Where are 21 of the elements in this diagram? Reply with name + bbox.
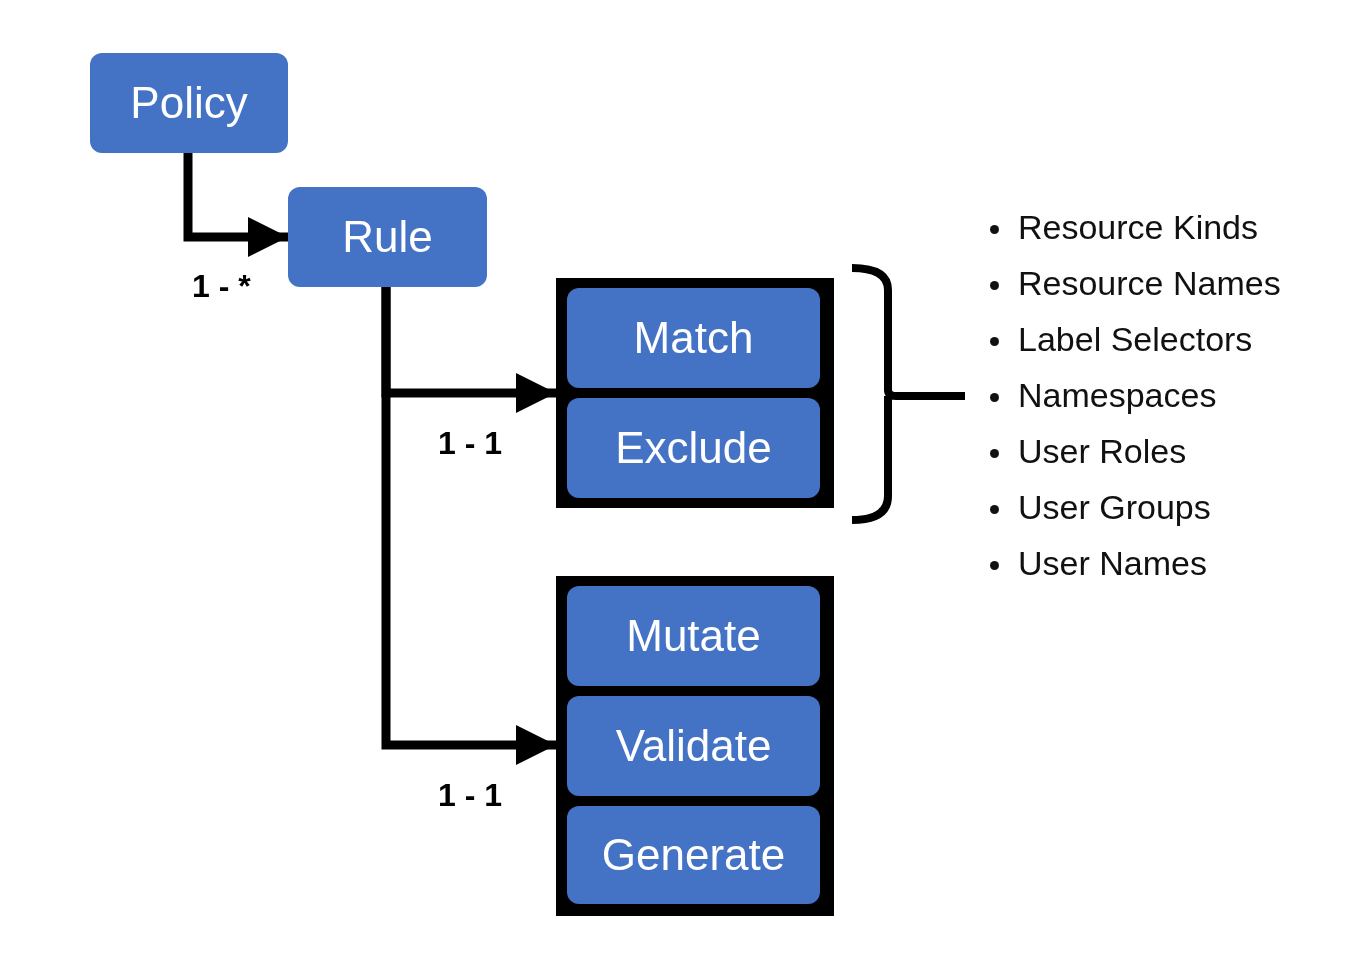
arrow <box>381 287 556 766</box>
edge-label: 1 - * <box>192 268 251 305</box>
group-box <box>556 278 834 508</box>
entity-box: Policy <box>90 53 288 153</box>
edge-label: 1 - 1 <box>438 425 503 462</box>
edge-label: 1 - 1 <box>438 777 503 814</box>
list-item: User Groups <box>1018 488 1211 527</box>
entity-box: Rule <box>288 187 487 287</box>
entity-box: Exclude <box>567 398 820 498</box>
list-item: User Names <box>1018 544 1207 583</box>
group-box <box>556 576 834 916</box>
list-item: Resource Kinds <box>1018 208 1258 247</box>
list-item: Resource Names <box>1018 264 1281 303</box>
list-item: Namespaces <box>1018 376 1217 415</box>
entity-box: Validate <box>567 696 820 796</box>
entity-box: Match <box>567 288 820 388</box>
arrow <box>183 153 288 258</box>
list-item: User Roles <box>1018 432 1187 471</box>
list-item: Label Selectors <box>1018 320 1253 359</box>
entity-box: Generate <box>567 806 820 904</box>
entity-box: Mutate <box>567 586 820 686</box>
